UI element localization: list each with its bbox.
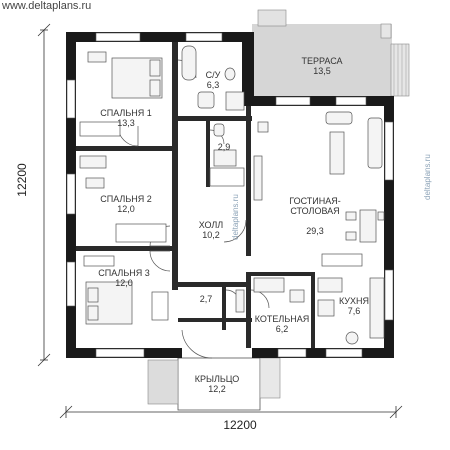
room-area: 2,7 <box>199 294 213 304</box>
room-name: СПАЛЬНЯ 3 <box>98 268 150 278</box>
room-name: ХОЛЛ <box>198 220 224 230</box>
room-area: 6,3 <box>206 80 220 90</box>
room-area: 12,0 <box>117 204 135 214</box>
room-area: 12,2 <box>208 384 226 394</box>
room-name: СПАЛЬНЯ 1 <box>100 108 152 118</box>
room-area: 29,3 <box>306 226 324 236</box>
room-area: 13,3 <box>117 118 135 128</box>
room-area: 2,9 <box>217 142 231 152</box>
watermark-2: deltaplans.ru <box>423 154 432 200</box>
inner-walls <box>76 42 315 348</box>
furniture <box>79 45 385 345</box>
terrace-stairs-right <box>390 43 410 97</box>
room-closet: 2,7 <box>192 294 220 304</box>
room-name: ГОСТИНАЯ- СТОЛОВАЯ <box>289 196 341 216</box>
room-bedroom-1: СПАЛЬНЯ 1 13,3 <box>86 108 166 128</box>
windows <box>66 32 394 358</box>
room-bathroom: С/У 6,3 <box>198 70 228 90</box>
terrace-column-1 <box>380 23 392 39</box>
room-boiler: КОТЕЛЬНАЯ 6,2 <box>252 314 312 334</box>
room-terrace: ТЕРРАСА 13,5 <box>282 56 362 76</box>
room-hall: ХОЛЛ 10,2 <box>186 220 236 240</box>
room-bedroom-2: СПАЛЬНЯ 2 12,0 <box>86 194 166 214</box>
dimension-height: 12200 <box>15 163 29 197</box>
watermark: deltaplans.ru <box>231 194 240 240</box>
room-area: 13,5 <box>313 66 331 76</box>
porch-steps <box>147 359 179 405</box>
room-area: 7,6 <box>347 306 361 316</box>
room-name: КОТЕЛЬНАЯ <box>254 314 310 324</box>
site-url: www.deltaplans.ru <box>2 0 92 12</box>
room-area: 10,2 <box>202 230 220 240</box>
room-area: 6,2 <box>275 324 289 334</box>
room-living-dining: ГОСТИНАЯ- СТОЛОВАЯ 29,3 <box>270 186 360 246</box>
dimension-width: 12200 <box>223 418 257 432</box>
room-area: 12,0 <box>115 278 133 288</box>
room-wc: 2,9 <box>212 142 236 152</box>
room-name: ТЕРРАСА <box>301 56 343 66</box>
porch-steps-right <box>259 357 281 399</box>
room-name: СПАЛЬНЯ 2 <box>100 194 152 204</box>
terrace-steps <box>257 9 287 27</box>
room-bedroom-3: СПАЛЬНЯ 3 12,0 <box>84 268 164 288</box>
room-porch: КРЫЛЬЦО 12,2 <box>182 374 252 394</box>
dimension-lines <box>37 23 403 419</box>
room-name: КУХНЯ <box>338 296 370 306</box>
room-name: С/У <box>205 70 221 80</box>
room-name: КРЫЛЬЦО <box>194 374 240 384</box>
terrace-floor <box>252 24 392 102</box>
room-kitchen: КУХНЯ 7,6 <box>326 296 382 316</box>
